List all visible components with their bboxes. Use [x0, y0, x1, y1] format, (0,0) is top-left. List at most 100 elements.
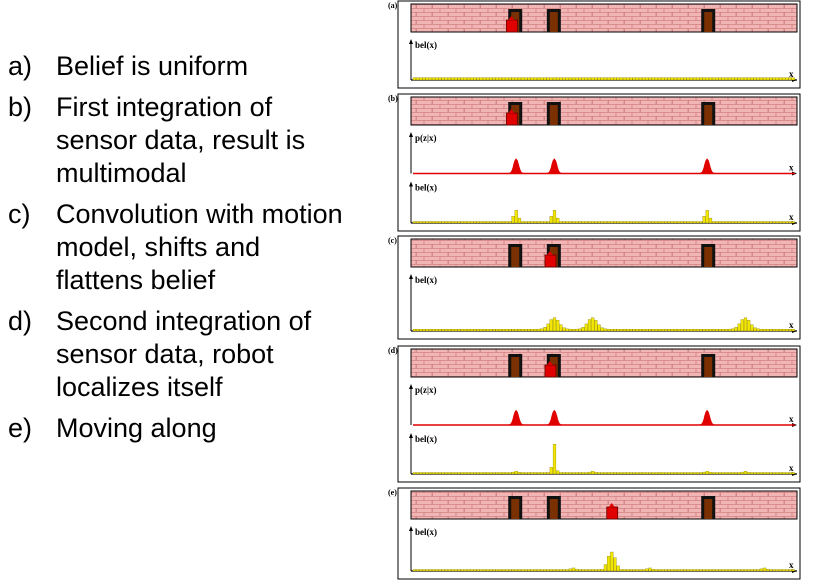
belief-bar [435, 472, 439, 475]
belief-bar [613, 472, 617, 475]
belief-bar [642, 569, 646, 572]
belief-bar [785, 329, 789, 332]
belief-bar [712, 329, 716, 332]
belief-bar [734, 221, 738, 224]
belief-bar [629, 329, 633, 332]
belief-bar [750, 569, 754, 572]
belief-bar [501, 329, 506, 332]
belief-bar [699, 77, 703, 81]
belief-bar [791, 77, 795, 81]
belief-bar [670, 472, 674, 475]
belief-bar [438, 329, 442, 332]
belief-bar [607, 555, 611, 572]
belief-bar [416, 221, 420, 224]
belief-bar [591, 317, 595, 332]
belief-bar [435, 77, 439, 81]
belief-bar [600, 327, 604, 332]
belief-bar [689, 221, 693, 224]
belief-bar [613, 557, 617, 572]
panel-a: (a)bel(x)x [388, 0, 801, 89]
belief-bar [540, 472, 544, 475]
belief-bar [444, 472, 448, 475]
belief-bar [501, 569, 506, 572]
belief-bar [501, 472, 506, 475]
belief-bar [648, 77, 652, 81]
belief-bar [626, 472, 630, 475]
belief-bar [635, 472, 639, 475]
belief-bar [597, 569, 601, 572]
belief-bar [619, 221, 623, 224]
belief-bar [473, 472, 477, 475]
belief-bar [476, 77, 480, 81]
belief-bar [788, 221, 792, 224]
door-icon [508, 496, 523, 519]
belief-bar [422, 472, 426, 475]
belief-bar [441, 77, 445, 81]
belief-bar [565, 328, 569, 332]
belief-bar [447, 329, 452, 332]
belief-bar [533, 472, 537, 475]
belief-bar [645, 568, 649, 572]
belief-bar [533, 77, 537, 81]
belief-bar [743, 471, 748, 475]
belief-bar [626, 329, 630, 332]
belief-bar [743, 569, 748, 572]
y-axis-label: bel(x) [415, 527, 437, 537]
belief-bar [753, 327, 757, 332]
bullet-item-4: d)Second integration of sensor data, rob… [8, 305, 353, 404]
belief-bar [575, 472, 579, 475]
belief-bar [562, 221, 566, 224]
belief-bar [540, 77, 544, 81]
belief-bar [626, 77, 630, 81]
belief-bar [734, 77, 738, 81]
belief-bar [670, 329, 674, 332]
belief-bar [782, 329, 786, 332]
belief-bar [689, 329, 693, 332]
belief-bar [648, 567, 652, 572]
belief-bar [489, 329, 493, 332]
belief-bar [470, 569, 474, 572]
belief-bar [425, 77, 429, 81]
belief-bar [648, 329, 652, 332]
belief-bar [718, 77, 722, 81]
belief-bar [559, 221, 563, 224]
belief-bar [565, 472, 569, 475]
x-axis-label: x [789, 69, 794, 79]
belief-bar [667, 77, 671, 81]
belief-bar [657, 77, 662, 81]
belief-bar [521, 472, 525, 475]
belief-bar [584, 221, 588, 224]
belief-bar [438, 569, 442, 572]
belief-bar [718, 472, 722, 475]
belief-bar [447, 472, 452, 475]
belief-plot: bel(x)x [409, 181, 797, 225]
belief-bar [705, 471, 709, 475]
belief-bar [533, 569, 537, 572]
belief-bar [677, 77, 681, 81]
belief-bar [721, 77, 725, 81]
belief-bar [441, 221, 445, 224]
belief-bar [763, 221, 767, 224]
belief-bar [680, 77, 684, 81]
belief-bar [626, 569, 630, 572]
x-axis-label: x [789, 163, 794, 173]
belief-bar [673, 77, 678, 81]
belief-bar [473, 221, 477, 224]
belief-bar [568, 77, 572, 81]
belief-bar [537, 472, 541, 475]
belief-bar [562, 327, 566, 332]
belief-bar [438, 472, 442, 475]
belief-bar [642, 221, 646, 224]
belief-bar [728, 328, 732, 332]
belief-bar [514, 569, 518, 572]
belief-bar [431, 569, 436, 572]
belief-bar [721, 221, 725, 224]
robot-icon [505, 109, 518, 126]
belief-bar [737, 569, 741, 572]
belief-bar [521, 221, 525, 224]
belief-bar [578, 221, 582, 224]
belief-bar [616, 77, 620, 81]
belief-bar [556, 77, 560, 81]
belief-bar [753, 221, 757, 224]
belief-bar [702, 216, 706, 224]
